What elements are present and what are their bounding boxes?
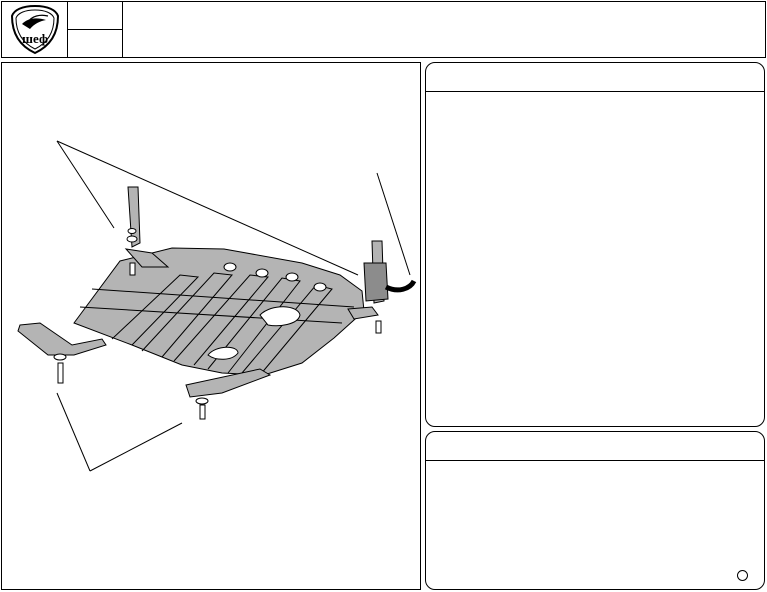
notes-panel (425, 431, 765, 590)
parts-list-panel (425, 62, 765, 427)
shield-logo: шеф (10, 4, 60, 55)
document-title (124, 2, 765, 57)
bracket-top-left (124, 186, 170, 276)
bracket-right (347, 240, 417, 334)
page-marker-circle-icon (737, 570, 748, 581)
notes-title (426, 432, 764, 461)
leader-line (89, 422, 183, 472)
side-bar-left (17, 322, 107, 384)
code-cell-bottom (68, 30, 123, 57)
leader-line (56, 140, 115, 229)
skid-plate (73, 247, 365, 376)
leader-line (376, 172, 411, 276)
leader-line (56, 140, 359, 276)
assembly-drawing (1, 62, 421, 590)
skid-plate-diagram (17, 140, 417, 472)
code-cell-top (68, 2, 123, 30)
parts-list-title (426, 63, 764, 92)
side-bar-bottom (185, 368, 272, 420)
logo-text: шеф (22, 31, 48, 46)
logo-cell: шеф (2, 2, 68, 57)
leader-line (56, 392, 91, 472)
notes-body (426, 461, 764, 473)
parts-list-body (426, 92, 764, 104)
title-block: шеф (1, 1, 766, 58)
